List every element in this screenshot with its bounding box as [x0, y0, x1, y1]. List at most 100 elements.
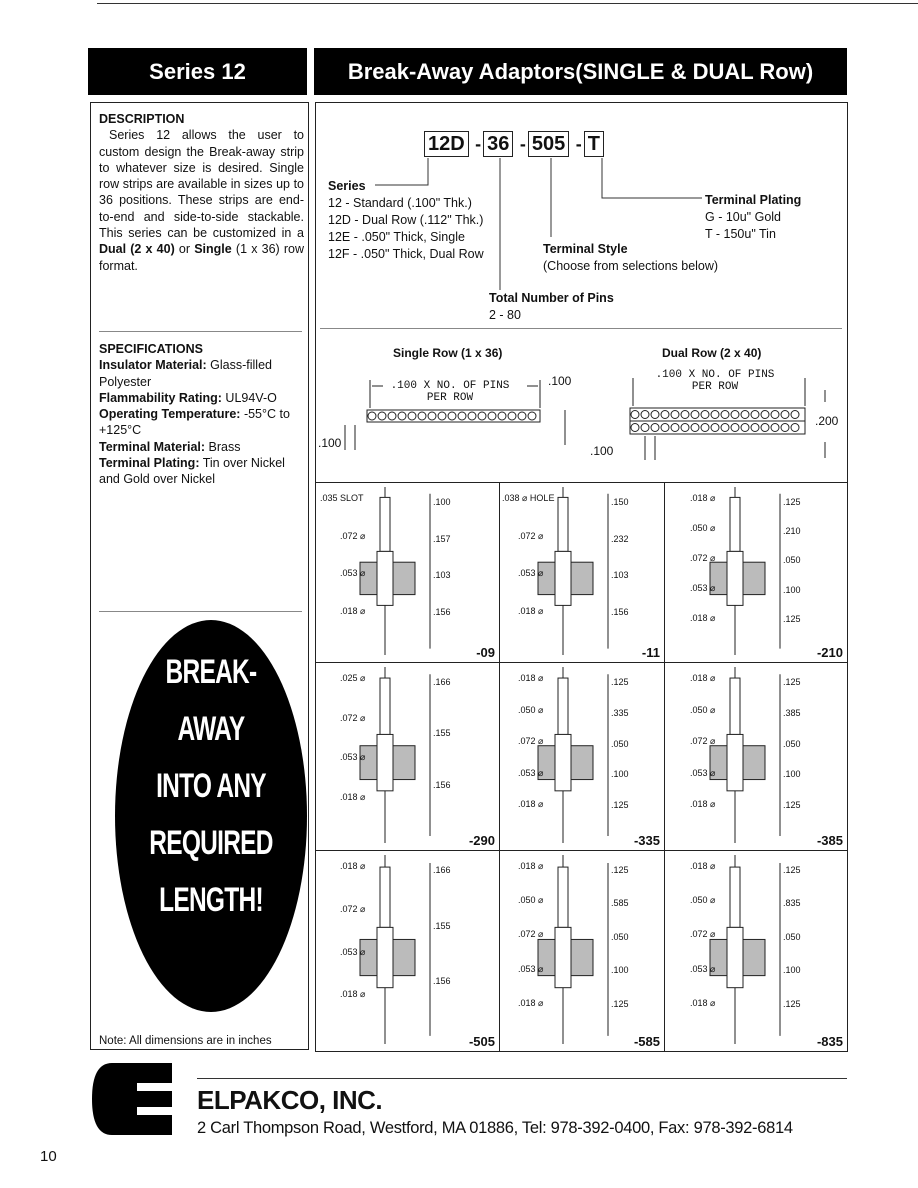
dimension-label: .156 — [433, 779, 451, 790]
pin-hole — [780, 410, 790, 419]
elpakco-logo — [92, 1063, 172, 1135]
pin-hole — [730, 423, 740, 432]
dimension-label: .156 — [433, 976, 451, 987]
description-body: Series 12 allows the user to custom desi… — [99, 128, 304, 241]
spec-value: Glass-filled Polyester — [99, 358, 272, 389]
part-number: 12D -36 -505 -T — [424, 131, 604, 157]
dimension-label: .156 — [611, 606, 629, 617]
pin-hole — [660, 423, 670, 432]
pin-hole — [700, 423, 710, 432]
pin-hole — [690, 423, 700, 432]
pin-drawing — [359, 667, 431, 843]
spec-item: Terminal Plating: Tin over Nickel and Go… — [99, 455, 309, 488]
pin-hole — [427, 411, 437, 421]
dimension-label: .125 — [611, 998, 629, 1009]
spec-item: Operating Temperature: -55°C to +125°C — [99, 406, 309, 439]
dimension-label: .053 ⌀ — [518, 963, 544, 974]
company-address: 2 Carl Thompson Road, Westford, MA 01886… — [197, 1119, 793, 1137]
style-code: -385 — [816, 833, 843, 848]
dimension-label: .050 — [783, 555, 801, 566]
dimension-label: .100 — [433, 497, 451, 507]
dimension-label: .053 ⌀ — [340, 752, 366, 762]
pin-hole — [650, 423, 660, 432]
top-rule — [97, 3, 918, 4]
dimension-label: .166 — [433, 677, 451, 687]
dimension-label: .150 — [611, 497, 629, 507]
pin-hole — [670, 410, 680, 419]
dimensions-note: Note: All dimensions are in inches — [99, 1035, 272, 1047]
pin-hole — [720, 410, 730, 419]
spec-value: UL94V-O — [221, 390, 277, 405]
pin-hole — [497, 411, 507, 421]
promo-line: BREAK- — [165, 653, 258, 691]
dash: - — [475, 134, 482, 154]
series-legend: Series 12 - Standard (.100" Thk.) 12D - … — [328, 178, 484, 263]
dimension-label: .018 ⌀ — [518, 673, 544, 683]
single-row-height-dim: .100 — [548, 374, 572, 388]
pin-hole — [467, 411, 477, 421]
plating-legend: Terminal Plating G - 10u" Gold T - 150u"… — [705, 192, 801, 243]
style-code: -210 — [816, 645, 843, 660]
dimension-label: .072 ⌀ — [340, 530, 366, 541]
pin-hole — [397, 411, 407, 421]
part-pins: 36 — [483, 131, 514, 157]
dimension-label: .050 — [783, 738, 801, 749]
dimension-label: .100 — [611, 965, 629, 976]
divider — [99, 331, 302, 332]
dimension-label: .125 — [611, 800, 629, 811]
dimension-label: .050 ⌀ — [690, 523, 716, 533]
dimension-label: .125 — [783, 497, 801, 507]
dimension-label: .050 — [611, 931, 629, 942]
pin-hole — [630, 410, 640, 419]
dimension-label: .018 ⌀ — [690, 799, 716, 810]
pin-hole — [750, 410, 760, 419]
pin-drawing — [537, 855, 609, 1044]
dimension-label: .050 — [611, 738, 629, 749]
grid-top — [315, 482, 848, 483]
pin-hole — [740, 410, 750, 419]
dimension-label: .125 — [783, 613, 801, 624]
single-row-title: Single Row (1 x 36) — [393, 346, 503, 360]
terminal-style-11: .038 ⌀ HOLE.072 ⌀.053 ⌀.018 ⌀.150.232.10… — [500, 483, 665, 663]
style-legend: Terminal Style (Choose from selections b… — [543, 241, 718, 275]
pin-drawing — [709, 487, 781, 655]
pin-hole — [650, 410, 660, 419]
pin-hole — [457, 411, 467, 421]
specifications: SPECIFICATIONS Insulator Material: Glass… — [99, 341, 309, 488]
dimension-label: .053 ⌀ — [340, 946, 366, 957]
divider — [320, 328, 842, 329]
dimension-label: .035 SLOT — [320, 493, 364, 503]
pin-hole — [770, 410, 780, 419]
series-option: 12E - .050" Thick, Single — [328, 230, 465, 244]
dimension-label: .072 ⌀ — [340, 712, 366, 723]
dimension-label: .050 ⌀ — [690, 895, 716, 906]
dimension-label: .050 — [783, 931, 801, 942]
break-away-promo: BREAK- AWAY INTO ANY REQUIRED LENGTH! — [115, 620, 307, 1012]
description-heading: DESCRIPTION — [99, 112, 185, 126]
pin-hole — [670, 423, 680, 432]
spec-label: Terminal Material: — [99, 439, 206, 454]
dimension-label: .038 ⌀ HOLE — [502, 493, 555, 503]
terminal-style-585: .018 ⌀.050 ⌀.072 ⌀.053 ⌀.018 ⌀.125.585.0… — [500, 851, 665, 1052]
dimension-label: .018 ⌀ — [690, 613, 716, 623]
divider — [99, 611, 302, 612]
pin-hole — [640, 410, 650, 419]
pin-hole — [690, 410, 700, 419]
dimension-label: .125 — [611, 865, 629, 875]
footer-rule — [197, 1078, 847, 1079]
pins-heading: Total Number of Pins — [489, 291, 614, 305]
terminal-style-505: .018 ⌀.072 ⌀.053 ⌀.018 ⌀.166.155.156-505 — [315, 851, 500, 1052]
spec-value: -55°C to +125°C — [99, 407, 290, 438]
dimension-label: .018 ⌀ — [518, 799, 544, 810]
series-option: 12F - .050" Thick, Dual Row — [328, 247, 484, 261]
dimension-label: .125 — [611, 677, 629, 687]
dimension-label: .103 — [433, 570, 451, 580]
row-format-diagrams — [344, 378, 826, 460]
pin-drawing — [537, 667, 609, 843]
dimension-label: .100 — [611, 769, 629, 780]
pin-drawing — [709, 667, 781, 843]
description-dual: Dual (2 x 40) — [99, 242, 175, 257]
description: DESCRIPTION Series 12 allows the user to… — [99, 111, 304, 274]
pin-drawing — [537, 487, 609, 655]
pin-hole — [527, 411, 537, 421]
